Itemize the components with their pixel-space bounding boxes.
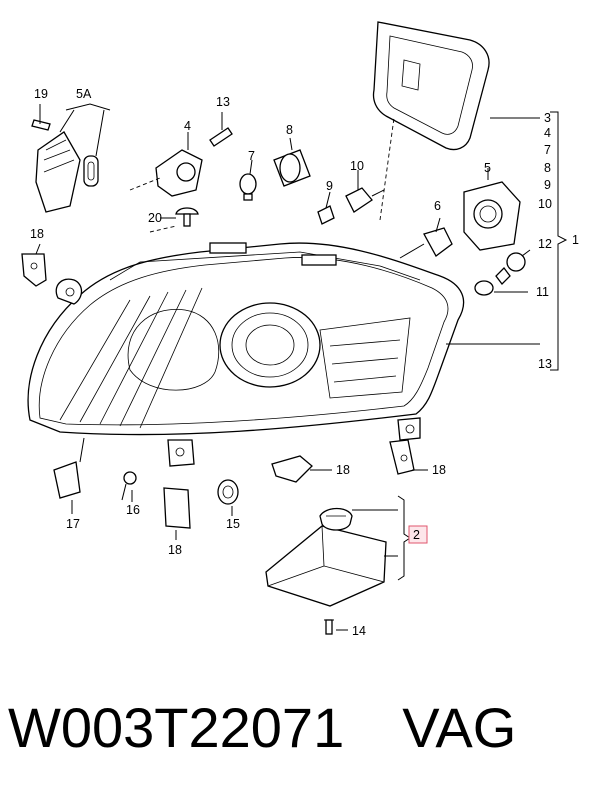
callout-19: 19 [34,87,48,101]
callout-10: 10 [350,159,364,173]
callout-4: 4 [184,119,191,133]
callout-9-list: 9 [544,178,551,192]
callout-18-mid: 18 [336,463,350,477]
bracket-part-18-right [389,439,415,475]
callout-16: 16 [126,503,140,517]
callout-20: 20 [148,211,162,225]
callout-9: 9 [326,179,333,193]
callout-4-list: 4 [544,126,551,140]
housing-cover-part [372,21,490,151]
callout-12: 12 [538,237,552,251]
callout-13-right: 13 [538,357,552,371]
callout-2-highlight[interactable]: 2 [408,525,428,544]
headlamp-housing [27,242,465,441]
callout-17: 17 [66,517,80,531]
ballast-part-2 [265,507,387,607]
igniter-part-5 [463,181,521,251]
callout-3: 3 [544,111,551,125]
caption: W003T22071 VAG [8,688,598,768]
bracket-lower-part [167,439,195,467]
screw-part-14 [324,619,334,635]
bulb-part-12 [495,252,526,285]
bracket-part-18-lower [163,487,191,529]
callout-labels: 19 5A 13 4 8 7 10 9 20 18 5 6 12 11 13 3… [30,87,579,638]
cap-part-20 [175,207,199,227]
adjuster-motor-part [129,127,233,197]
callout-11: 11 [536,285,549,299]
callout-7-list: 7 [544,143,551,157]
ballast-unit-5a-part [31,119,99,213]
grommet-part-15 [217,479,239,505]
callout-13-top: 13 [216,95,230,109]
callout-5a: 5A [76,87,92,101]
callout-5: 5 [484,161,491,175]
part-number: W003T22071 [8,696,345,759]
callout-8: 8 [286,123,293,137]
callout-1: 1 [572,233,579,247]
screw-part-16 [121,471,137,501]
callout-15: 15 [226,517,240,531]
callout-18-right: 18 [432,463,446,477]
callout-18-lower: 18 [168,543,182,557]
callout-7: 7 [248,149,255,163]
socket-part-8 [273,149,311,187]
bracket-part-18-mid [271,455,313,483]
bulb-part-6 [399,227,453,259]
bulb-part-11 [474,280,494,296]
lamp-part-9 [317,205,335,225]
callout-14: 14 [352,624,366,638]
bracket-part-17 [53,461,81,499]
leader-lines [35,103,568,631]
callout-18-left: 18 [30,227,44,241]
bulb-part-7 [239,173,257,201]
callout-6: 6 [434,199,441,213]
bracket-part-18-left [21,253,47,287]
callout-8-list: 8 [544,161,551,175]
connector-part-10 [345,187,385,213]
headlamp-exploded-diagram: 19 5A 13 4 8 7 10 9 20 18 5 6 12 11 13 3… [21,21,579,638]
callout-10-list: 10 [538,197,552,211]
callout-2: 2 [413,528,420,542]
brand-name: VAG [402,696,517,759]
